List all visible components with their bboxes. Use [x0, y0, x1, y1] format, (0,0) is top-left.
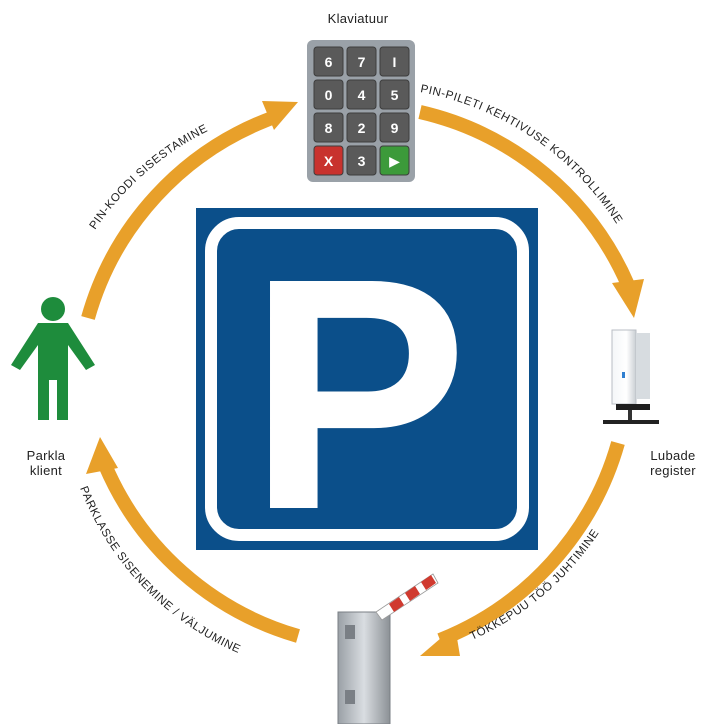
barrier-gate-icon: [337, 573, 439, 724]
keypad-key: [346, 145, 377, 176]
keypad-key: [346, 79, 377, 110]
arrow-top-right: [418, 105, 644, 318]
keypad-key-label: X: [324, 153, 334, 169]
keypad-key: [346, 112, 377, 143]
keypad-icon: 6 7 I 0 4 5 8 2 9X 3 ▶: [307, 40, 415, 182]
person-icon: [11, 297, 95, 420]
keypad-key: [379, 145, 410, 176]
parking-sign-letter: P: [248, 209, 468, 578]
server-label-line1: Lubade: [650, 448, 696, 463]
keypad-key: [379, 46, 410, 77]
arrow-head: [612, 279, 644, 318]
arrow-bottom-right: [420, 441, 625, 656]
keypad-key: [313, 79, 344, 110]
client-label: Parkla klient: [16, 448, 76, 478]
keypad-key-label: 6: [325, 54, 333, 70]
keypad-key-label: 0: [325, 87, 333, 103]
client-label-line1: Parkla: [26, 448, 66, 463]
arrow-top-left: [81, 101, 298, 320]
arrow-bottom-left: [86, 437, 300, 643]
keypad-key-label: 3: [358, 153, 366, 169]
keypad-key: [313, 46, 344, 77]
keypad-key: [379, 112, 410, 143]
keypad-key: [379, 79, 410, 110]
client-label-line2: klient: [29, 463, 63, 478]
server-icon: [603, 329, 659, 424]
keypad-key: [313, 112, 344, 143]
keypad-key-label: I: [393, 54, 397, 70]
arrow-head: [420, 626, 460, 656]
arrow-head: [262, 101, 298, 130]
keypad-label: Klaviatuur: [327, 11, 389, 26]
keypad-key-label: 2: [358, 120, 366, 136]
keypad-key: [346, 46, 377, 77]
arrow-head: [86, 437, 118, 474]
keypad-key-label: 7: [358, 54, 366, 70]
server-label: Lubade register: [645, 448, 701, 478]
keypad-key-label: 4: [358, 87, 366, 103]
keypad-key-label: ▶: [389, 153, 400, 169]
arrow-label-top-left: PIN-KOODI SISESTAMINE: [88, 123, 210, 232]
keypad-key-label: 8: [325, 120, 333, 136]
server-label-line2: register: [650, 463, 696, 478]
keypad-key: [313, 145, 344, 176]
keypad-key-label: 5: [391, 87, 399, 103]
parking-sign: P: [196, 208, 538, 578]
keypad-key-label: 9: [391, 120, 399, 136]
